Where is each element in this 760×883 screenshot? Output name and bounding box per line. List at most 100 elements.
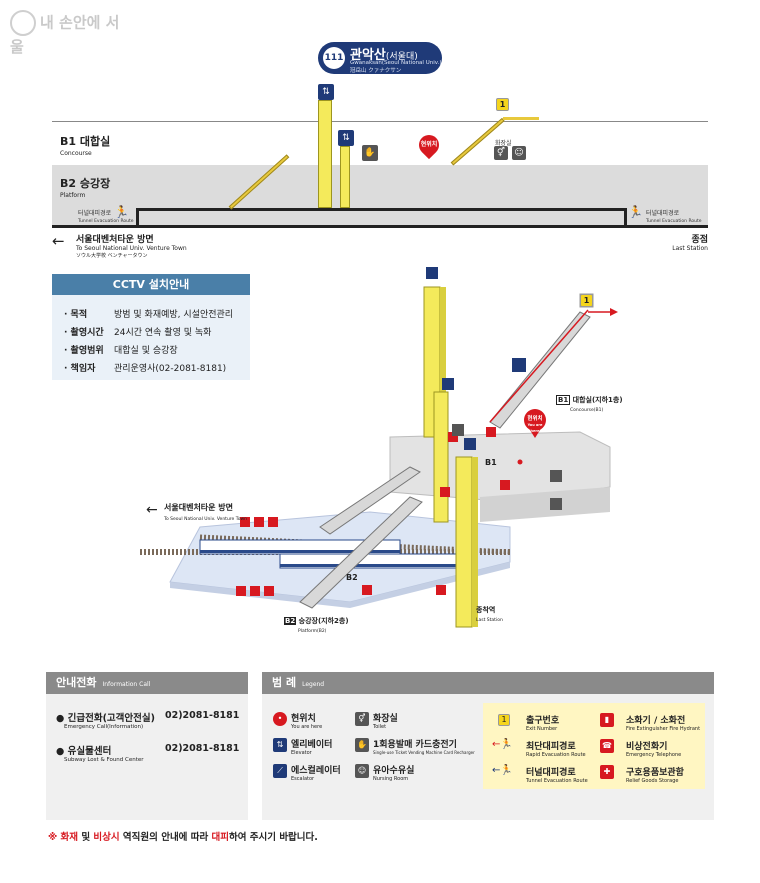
- elevator-shaft-2: [340, 146, 350, 208]
- elevator-icon: [442, 378, 454, 390]
- fire-extinguisher-icon: [486, 427, 496, 437]
- lost-found-phone: 02)2081-8181: [165, 743, 240, 754]
- concourse-lower: [480, 487, 610, 522]
- relief-storage-icon: ✚: [600, 765, 614, 779]
- fire-extinguisher-icon: [250, 586, 260, 596]
- evac-arrow-head: [610, 308, 618, 316]
- seoul-logo-icon: [10, 10, 36, 36]
- fire-extinguisher-icon: [236, 586, 246, 596]
- elevator-shaft-3d-3: [455, 456, 473, 628]
- current-location-icon: 현위치: [414, 130, 444, 160]
- track-line: [52, 225, 708, 228]
- elevator-shaft-3d-1-side: [440, 287, 446, 437]
- escalator-icon: ⟋: [273, 764, 287, 778]
- emergency-phone-icon: [268, 517, 278, 527]
- elevator-shaft-3d-2: [433, 391, 449, 523]
- relief-storage-icon: [362, 585, 372, 595]
- exit-number-icon: 1: [496, 98, 509, 111]
- elevator-shaft-3d-3-side: [472, 457, 478, 627]
- exit-passage: [503, 117, 539, 120]
- fire-extinguisher-icon: [440, 487, 450, 497]
- ticket-machine-icon: ✋: [362, 145, 378, 161]
- escalator-icon: [512, 358, 526, 372]
- current-location-icon: [524, 409, 546, 431]
- elevator-shaft-1: [318, 100, 332, 208]
- platform-edge-shape: [170, 562, 510, 608]
- fire-extinguisher-icon: ▮: [600, 713, 614, 727]
- emergency-phone-icon: ☎: [600, 739, 614, 753]
- evacuation-notice: ※ 화재 및 비상시 역직원의 안내에 따라 대피하여 주시기 바랍니다.: [48, 832, 318, 843]
- isometric-station-map: [140, 267, 618, 628]
- toilet-icon: ⚥: [494, 146, 508, 160]
- ticket-machine-icon: ✋: [355, 738, 369, 752]
- nursing-room-icon: ☺: [355, 764, 369, 778]
- platform-band: [52, 165, 708, 225]
- station-english: Gwanaksan(Seoul National Univ.)冠岳山 クァナクサ…: [350, 60, 442, 74]
- platform-edge: [136, 208, 626, 211]
- elevator-icon: [426, 267, 438, 279]
- left-wall: [136, 208, 139, 226]
- arrow-left-icon: ←: [52, 232, 65, 250]
- arrow-left-icon: ←: [146, 502, 158, 518]
- exit-number-icon: 1: [498, 714, 510, 726]
- b1-concourse-label: B1 대합실(지하1층)Concourse(B1): [556, 395, 623, 413]
- b2-platform-label: B2 승강장(지하2층)Platform(B2): [284, 617, 349, 634]
- elevator-icon: ⇅: [273, 738, 287, 752]
- elevator-icon: ⇅: [318, 84, 334, 100]
- nursing-room-icon: [550, 470, 562, 482]
- emergency-call-row: ● 긴급전화(고객안전실)Emergency Call(Information): [56, 713, 155, 730]
- current-location-icon: •: [273, 712, 287, 726]
- tunnel-evac-icon: 🏃: [628, 205, 643, 219]
- train-1-stripe: [200, 550, 400, 553]
- legend-evac-zone: [483, 703, 705, 789]
- station-badge: 111 관악산(서울대) Gwanaksan(Seoul National Un…: [318, 42, 442, 74]
- toilet-icon: [550, 498, 562, 510]
- toilet-icon: ⚥: [355, 712, 369, 726]
- elevator-icon: ⇅: [338, 130, 354, 146]
- fire-extinguisher-icon: [448, 432, 458, 442]
- fire-extinguisher-icon: [240, 517, 250, 527]
- train-2-stripe: [280, 564, 460, 567]
- ticket-machine-icon: [452, 424, 464, 436]
- b2-floor-tag: B2: [346, 573, 358, 582]
- cctv-title: CCTV 설치안내: [52, 274, 250, 295]
- current-location-dot: [517, 459, 523, 465]
- station-name: 관악산(서울대): [350, 48, 418, 63]
- b1-floor-tag: B1: [485, 458, 497, 467]
- rapid-evac-route: [489, 309, 589, 423]
- escalator-3d-2: [299, 496, 423, 609]
- watermark: 내 손안에 서울: [10, 10, 130, 56]
- escalator-3d-exit: [489, 311, 591, 429]
- tunnel-evac-icon: ←🏃: [492, 765, 513, 776]
- toilet-label: 화장실: [495, 140, 512, 147]
- escalator-3d-1: [319, 466, 421, 535]
- station-number: 111: [323, 47, 345, 69]
- exit-number-iso: 1: [580, 294, 593, 307]
- relief-storage-icon: [500, 480, 510, 490]
